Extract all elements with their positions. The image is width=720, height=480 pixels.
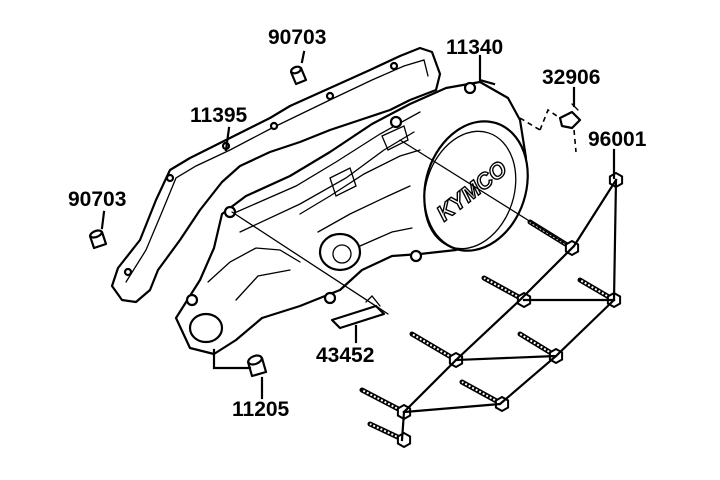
transmission-cover: KYMCO (174, 80, 529, 356)
dowel-pin-left (88, 229, 108, 250)
callout-plate: 43452 (316, 344, 374, 367)
bolt-thread (411, 333, 457, 361)
bolt (517, 331, 564, 365)
callout-cover: 11340 (446, 36, 503, 59)
callout-collar: 11205 (232, 398, 290, 421)
callout-dowel-pin-top: 90703 (268, 26, 326, 49)
gasket (110, 46, 442, 304)
bolt (481, 275, 532, 309)
plate (330, 295, 386, 330)
callout-labels: 90703 11395 11340 32906 96001 90703 4345… (68, 26, 647, 421)
leader-lines (100, 50, 618, 442)
callout-clip: 32906 (542, 66, 600, 89)
bolt-thread (579, 279, 615, 301)
bolt-group (359, 171, 624, 449)
clip (558, 103, 582, 130)
bolt-thread (519, 333, 557, 357)
callout-bolt: 96001 (588, 128, 647, 151)
callout-gasket: 11395 (190, 104, 248, 127)
bolt-head (396, 431, 412, 449)
dowel-pin-top (289, 65, 308, 86)
callout-dowel-pin-left: 90703 (68, 188, 126, 211)
bolt (367, 421, 412, 449)
bolt (577, 277, 622, 309)
collar (246, 354, 268, 378)
